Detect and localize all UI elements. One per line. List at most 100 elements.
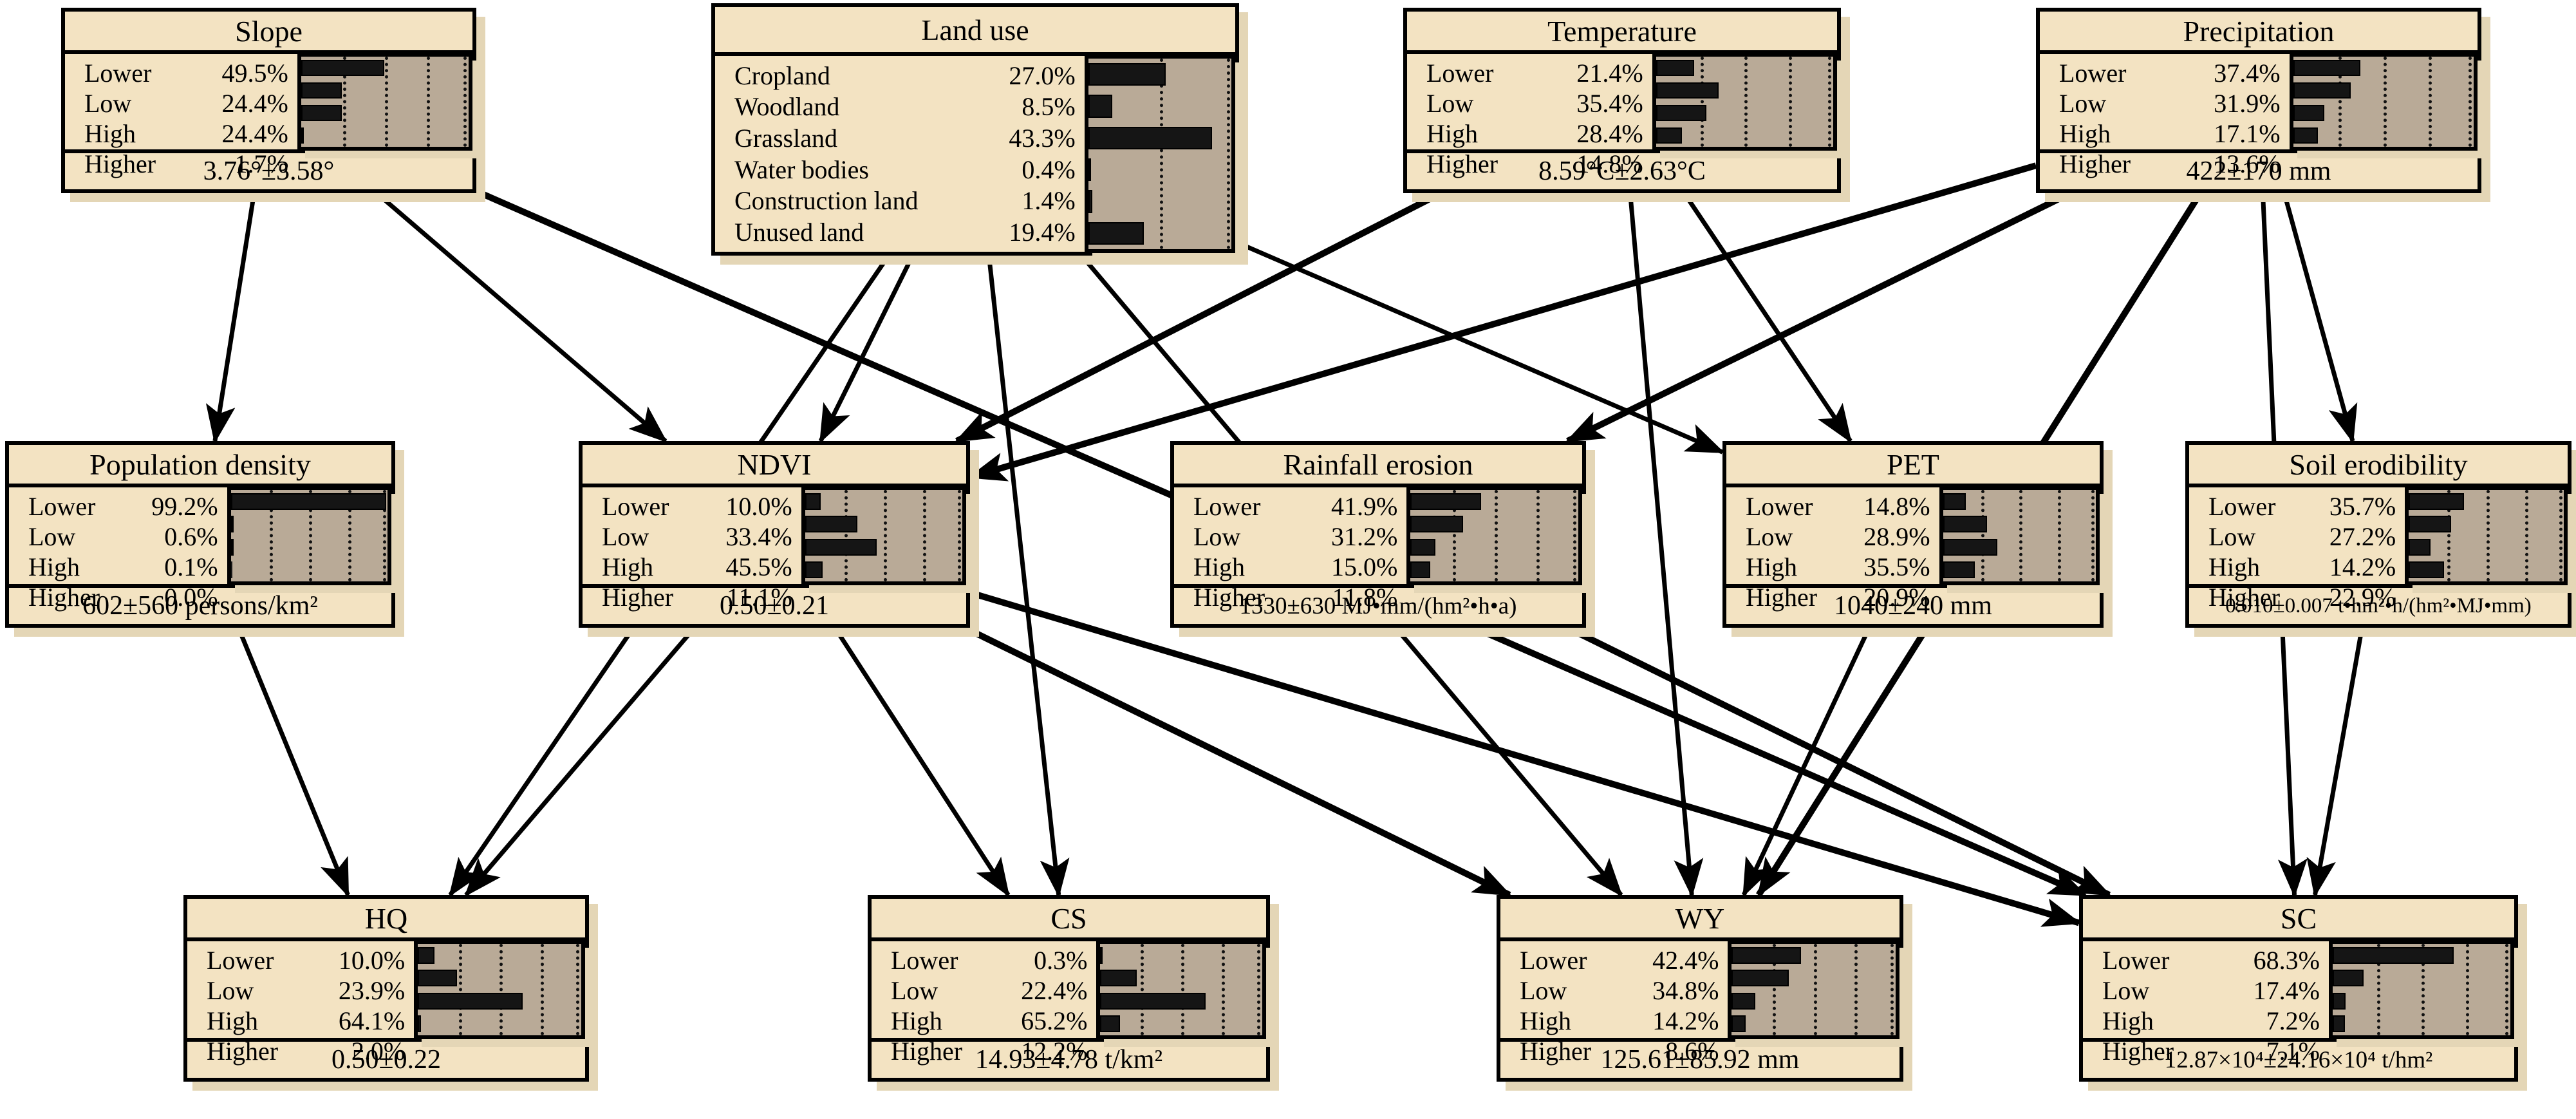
grid-line [2486,490,2490,581]
bar-slot [1731,967,1896,990]
probability-bar [1731,946,1802,964]
node-title: Rainfall erosion [1174,445,1582,487]
state-label: Low [602,522,649,551]
grid-line [1536,490,1540,581]
state-label: Lower [891,946,958,975]
state-probability: 11.1% [726,583,792,612]
probability-bar [1731,992,1755,1010]
state-label: Higher [2059,149,2131,178]
grid-line [342,57,346,147]
node-mean-footer: 12.87×10⁴±24.16×10⁴ t/hm² [2083,1038,2514,1078]
bar-slot [301,57,469,79]
state-label: Lower [602,492,669,521]
bar-slot [1088,59,1231,90]
bar-slot [1656,102,1833,124]
bar-slot [2332,990,2510,1013]
bar-pane [801,486,966,585]
state-label: High [207,1006,258,1035]
grid-line [499,944,503,1035]
probability-bar [1656,59,1694,77]
bar-slot [301,79,469,102]
grid-line [1981,490,1984,581]
probability-bar [1656,82,1719,99]
node-mean-footer: 602±560 persons/km² [9,584,391,624]
state-label: Higher [207,1037,279,1066]
state-label: Higher [891,1037,963,1066]
grid-line [1159,59,1163,249]
bar-slot [805,513,962,536]
probability-bar [301,59,384,77]
state-label: High [1426,119,1478,148]
bar-pane [1939,486,2100,585]
state-label: Lower [2059,59,2127,88]
state-label: High [891,1006,942,1035]
edge-temperature-ndvi [954,190,1442,444]
state-probability: 43.3% [1009,124,1076,153]
node-title: Precipitation [2040,12,2478,54]
state-label: Low [1746,522,1793,551]
state-probability: 0.3% [1034,946,1088,975]
grid-line [1890,944,1894,1035]
state-label: Cropland [734,61,830,90]
state-label: Higher [1520,1037,1592,1066]
node-title: Population density [9,445,391,487]
bar-slot [2293,102,2474,124]
state-probability: 1.7% [234,149,288,178]
probability-bar [1088,221,1144,245]
node-title: HQ [187,899,585,941]
grid-line [348,490,352,581]
state-label: Lower [2208,492,2276,521]
edge-temperature-pet [1682,192,1853,444]
state-label: High [1520,1006,1571,1035]
grid-line [2376,944,2380,1035]
edge-landuse-cs [986,255,1070,898]
state-label: Higher [1193,583,1265,612]
grid-line [1700,57,1704,147]
grid-line [426,57,430,147]
probability-bar [230,516,234,533]
state-label: Grassland [734,124,837,153]
grid-line [458,944,462,1035]
grid-line [1257,944,1261,1035]
grid-line [1854,944,1858,1035]
state-label: High [28,552,80,581]
state-label: Low [28,522,76,551]
state-probability: 34.8% [1652,976,1719,1005]
state-probability: 15.0% [1331,552,1398,581]
bar-slot [1656,79,1833,102]
grid-line [2383,57,2387,147]
bar-slot [230,536,387,559]
probability-bar [1943,493,1966,510]
grid-line [2338,57,2342,147]
probability-bar [1100,946,1103,964]
probability-bar [2409,561,2445,579]
state-probability: 68.3% [2253,946,2320,975]
probability-bar [2293,127,2318,144]
bar-slot [1731,944,1896,967]
grid-line [1222,944,1226,1035]
